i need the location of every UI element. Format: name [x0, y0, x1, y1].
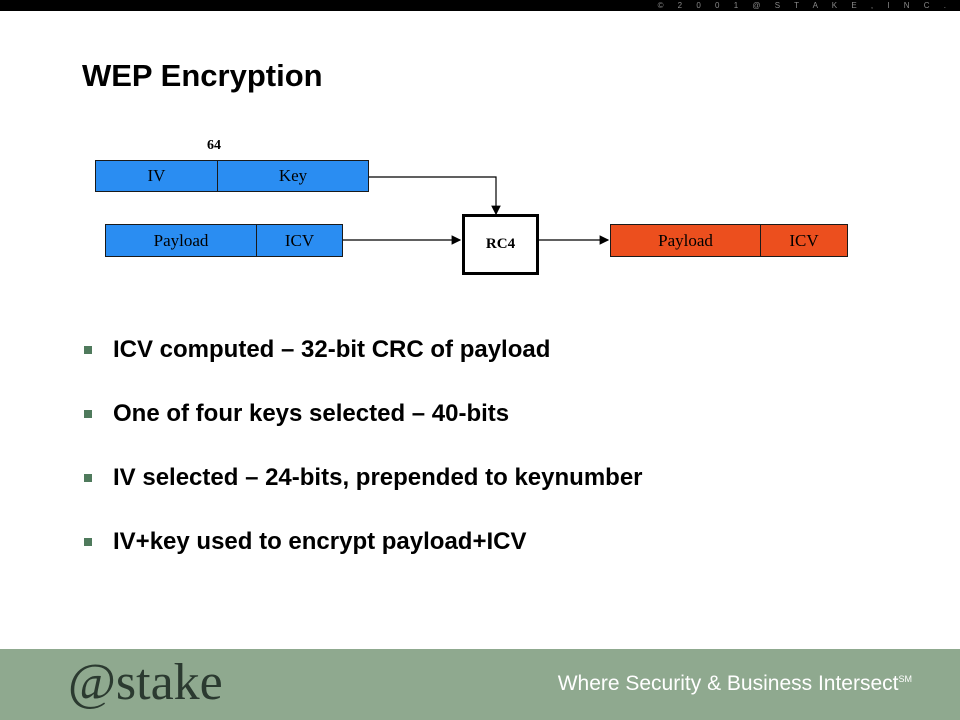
wep-diagram: 64 IV Key Payload ICV RC4 Payload ICV: [0, 120, 960, 290]
stake-logo: @stake: [68, 655, 223, 711]
service-mark: SM: [898, 674, 913, 684]
footer-tagline: Where Security & Business IntersectSM: [558, 672, 912, 696]
bullet-text: IV+key used to encrypt payload+ICV: [113, 528, 527, 555]
tagline-text: Where Security & Business Intersect: [557, 672, 899, 695]
iv-box: IV: [95, 160, 218, 192]
bullet-text: One of four keys selected – 40-bits: [113, 400, 510, 427]
input-icv-box: ICV: [256, 224, 343, 257]
bullet-item: ICV computed – 32-bit CRC of payload: [84, 318, 643, 382]
bullet-list: ICV computed – 32-bit CRC of payload One…: [84, 318, 643, 574]
square-bullet-icon: [84, 346, 92, 354]
output-icv-box: ICV: [760, 224, 848, 257]
bullet-item: One of four keys selected – 40-bits: [84, 382, 643, 446]
rc4-box: RC4: [462, 214, 539, 275]
square-bullet-icon: [84, 474, 92, 482]
top-bar: © 2 0 0 1 @ S T A K E , I N C .: [0, 0, 960, 11]
square-bullet-icon: [84, 410, 92, 418]
key-box: Key: [217, 160, 369, 192]
logo-text: stake: [115, 654, 223, 711]
bullet-item: IV selected – 24-bits, prepended to keyn…: [84, 446, 643, 510]
copyright-notice: © 2 0 0 1 @ S T A K E , I N C .: [657, 1, 952, 10]
footer-bar: @stake Where Security & Business Interse…: [0, 649, 960, 720]
square-bullet-icon: [84, 538, 92, 546]
key-to-rc4-arrow: [369, 176, 501, 216]
output-payload-box: Payload: [610, 224, 761, 257]
slide-title: WEP Encryption: [82, 58, 323, 93]
diagram-connectors: [343, 176, 610, 245]
bits-label: 64: [207, 138, 221, 153]
bullet-item: IV+key used to encrypt payload+ICV: [84, 510, 643, 574]
bullet-text: IV selected – 24-bits, prepended to keyn…: [113, 464, 643, 491]
bullet-text: ICV computed – 32-bit CRC of payload: [113, 336, 551, 363]
input-payload-box: Payload: [105, 224, 257, 257]
logo-at-sign: @: [68, 654, 116, 711]
